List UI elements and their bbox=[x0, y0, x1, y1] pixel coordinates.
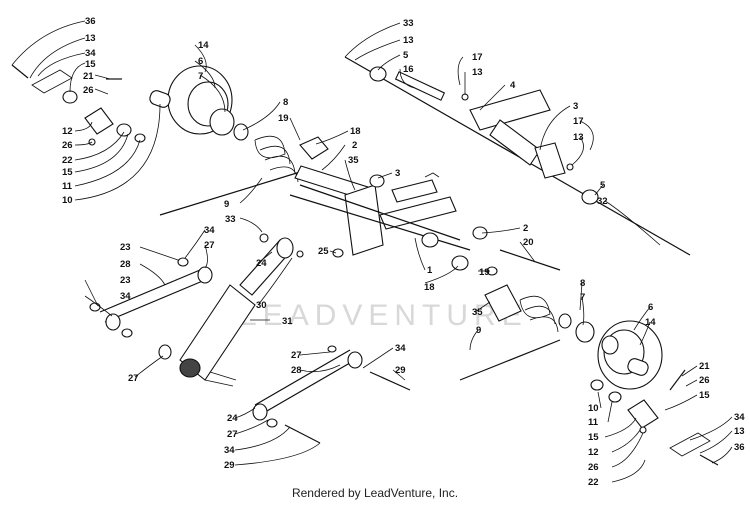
callout-label: 27 bbox=[291, 350, 302, 361]
callout-label: 34 bbox=[204, 225, 215, 236]
callout-label: 25 bbox=[318, 246, 329, 257]
callout-label: 26 bbox=[83, 85, 94, 96]
callout-label: 12 bbox=[588, 447, 599, 458]
callout-label: 16 bbox=[403, 64, 414, 75]
callout-label: 6 bbox=[198, 56, 203, 67]
callout-label: 27 bbox=[204, 240, 215, 251]
callout-label: 15 bbox=[588, 432, 599, 443]
callout-label: 28 bbox=[291, 365, 302, 376]
callout-label: 5 bbox=[403, 50, 409, 61]
callout-label: 13 bbox=[403, 35, 414, 46]
callout-label: 34 bbox=[224, 445, 235, 456]
callout-label: 8 bbox=[580, 278, 585, 289]
callout-label: 14 bbox=[645, 317, 656, 328]
callout-label: 7 bbox=[580, 292, 585, 303]
callout-label: 21 bbox=[83, 71, 94, 82]
leader-lines bbox=[11, 20, 733, 483]
callout-label: 27 bbox=[227, 429, 238, 440]
callout-label: 34 bbox=[734, 412, 745, 423]
callout-label: 23 bbox=[120, 275, 131, 286]
callout-label: 33 bbox=[403, 18, 414, 29]
callout-label: 28 bbox=[120, 259, 131, 270]
callout-label: 29 bbox=[224, 460, 235, 471]
callout-label: 1 bbox=[427, 265, 433, 276]
callout-label: 33 bbox=[225, 214, 236, 225]
callout-label: 26 bbox=[62, 140, 73, 151]
callout-label: 30 bbox=[256, 300, 267, 311]
callout-label: 15 bbox=[85, 59, 96, 70]
callout-label: 18 bbox=[424, 282, 435, 293]
callout-label: 15 bbox=[699, 390, 710, 401]
callout-label: 35 bbox=[348, 155, 359, 166]
footer-credit: Rendered by LeadVenture, Inc. bbox=[291, 486, 459, 500]
callout-label: 6 bbox=[648, 302, 653, 313]
callout-label: 2 bbox=[523, 223, 528, 234]
callout-label: 3 bbox=[395, 168, 400, 179]
callout-label: 13 bbox=[85, 33, 96, 44]
callout-label: 5 bbox=[600, 180, 606, 191]
callout-label: 31 bbox=[282, 316, 293, 327]
callout-label: 10 bbox=[588, 403, 599, 414]
callout-label: 17 bbox=[472, 52, 483, 63]
callout-label: 10 bbox=[62, 195, 73, 206]
callout-label: 26 bbox=[699, 375, 710, 386]
parts-drawing bbox=[11, 56, 719, 466]
callout-label: 14 bbox=[198, 40, 209, 51]
callout-label: 22 bbox=[62, 155, 73, 166]
callout-label: 15 bbox=[62, 167, 73, 178]
callout-label: 27 bbox=[128, 373, 139, 384]
callout-label: 9 bbox=[224, 199, 229, 210]
callout-label: 29 bbox=[395, 365, 406, 376]
callout-label: 4 bbox=[510, 80, 516, 91]
callout-labels: 36 13 34 15 21 26 12 26 22 15 11 10 14 6… bbox=[62, 16, 745, 488]
callout-label: 20 bbox=[523, 237, 534, 248]
callout-label: 22 bbox=[588, 477, 599, 488]
callout-label: 13 bbox=[472, 67, 483, 78]
callout-label: 7 bbox=[198, 71, 203, 82]
callout-label: 34 bbox=[395, 343, 406, 354]
callout-label: 2 bbox=[352, 140, 357, 151]
watermark-text: LEADVENTURE bbox=[240, 299, 528, 332]
callout-label: 24 bbox=[227, 413, 238, 424]
callout-label: 23 bbox=[120, 242, 131, 253]
callout-label: 34 bbox=[85, 48, 96, 59]
callout-label: 35 bbox=[472, 307, 483, 318]
callout-label: 3 bbox=[573, 101, 578, 112]
callout-label: 36 bbox=[85, 16, 96, 27]
callout-label: 19 bbox=[278, 113, 289, 124]
callout-label: 19 bbox=[479, 267, 490, 278]
callout-label: 11 bbox=[588, 417, 599, 428]
callout-label: 8 bbox=[283, 97, 288, 108]
callout-label: 18 bbox=[350, 126, 361, 137]
callout-label: 32 bbox=[597, 196, 608, 207]
callout-label: 17 bbox=[573, 116, 584, 127]
callout-label: 12 bbox=[62, 126, 73, 137]
callout-label: 9 bbox=[476, 325, 481, 336]
callout-label: 36 bbox=[734, 442, 745, 453]
callout-label: 34 bbox=[120, 291, 131, 302]
callout-label: 24 bbox=[256, 258, 267, 269]
callout-label: 13 bbox=[573, 132, 584, 143]
callout-label: 13 bbox=[734, 426, 745, 437]
callout-label: 11 bbox=[62, 181, 73, 192]
callout-label: 21 bbox=[699, 361, 710, 372]
callout-label: 26 bbox=[588, 462, 599, 473]
